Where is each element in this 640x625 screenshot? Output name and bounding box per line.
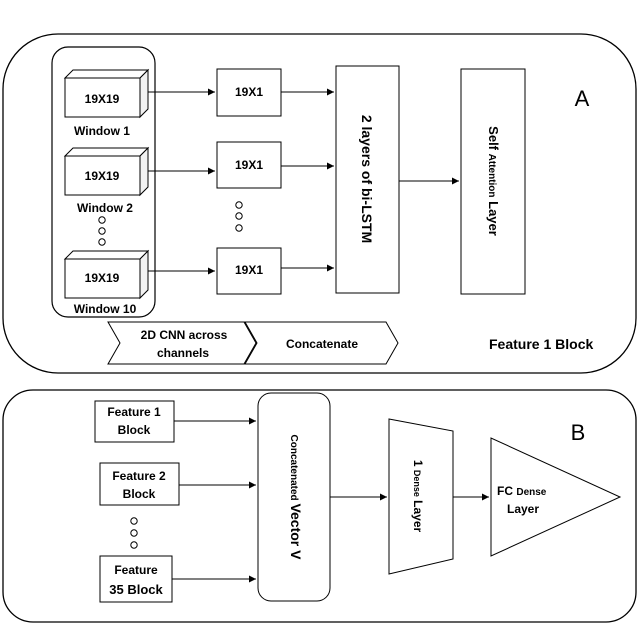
feature-block-35 [99, 555, 173, 603]
cube-label: 19X19 [85, 271, 120, 285]
feature-label: 35 Block [109, 582, 163, 597]
feature-block-1 [94, 400, 175, 443]
bilstm-box [335, 65, 400, 294]
feature-label: Feature 1 [107, 405, 161, 419]
ellipsis-dot [130, 517, 138, 525]
stage-chevron-cnn [107, 321, 257, 365]
vector-label: 19X1 [235, 158, 263, 172]
concatenated-vector-label: Concatenated Vector V [288, 435, 304, 561]
window-10-label: Window 10 [74, 302, 137, 316]
ellipsis-dot [235, 224, 243, 232]
self-attention-box [460, 68, 526, 295]
feature-label: Feature [114, 563, 158, 577]
vector-label: 19X1 [235, 263, 263, 277]
window-2-label: Window 2 [77, 201, 133, 215]
ellipsis-dot [235, 201, 243, 209]
stage-cnn-label-line1: 2D CNN across [141, 328, 228, 342]
cube-window-10: 19X19 [63, 249, 150, 300]
panel-a-letter: A [575, 86, 590, 111]
bilstm-label: 2 layers of bi-LSTM [359, 115, 375, 243]
ellipsis-dot [235, 212, 243, 220]
fc-dense-layer-shape [490, 437, 622, 557]
cube-label: 19X19 [85, 92, 120, 106]
dense-layer-shape [388, 418, 454, 575]
stage-chevron-concatenate [244, 321, 399, 365]
ellipsis-dot [130, 529, 138, 537]
vector-label: 19X1 [235, 85, 263, 99]
ellipsis-dot [98, 216, 106, 224]
fc-dense-label-line1: FC Dense [497, 484, 547, 498]
ellipsis-dot [130, 541, 138, 549]
ellipsis-dot [98, 227, 106, 235]
feature-label: Block [123, 487, 156, 501]
self-attention-label: Self Attention Layer [486, 126, 501, 236]
window-1-label: Window 1 [74, 124, 130, 138]
stage-concatenate-label: Concatenate [286, 337, 358, 351]
vector-box-1 [216, 68, 282, 117]
cube-window-1: 19X19 [63, 68, 150, 119]
vector-box-2 [216, 141, 282, 189]
dense-layer-label: 1 Dense Layer [411, 460, 425, 533]
feature-block-title: Feature 1 Block [489, 336, 593, 352]
ellipsis-dot [98, 238, 106, 246]
stage-cnn-label-line2: channels [157, 346, 209, 360]
panel-b-letter: B [571, 420, 586, 445]
feature-label: Feature 2 [112, 469, 166, 483]
vector-box-3 [216, 247, 282, 295]
cube-window-2: 19X19 [63, 146, 150, 197]
fc-dense-label-line2: Layer [507, 502, 539, 516]
feature-block-2 [99, 462, 180, 506]
cube-label: 19X19 [85, 169, 120, 183]
feature-label: Block [118, 423, 151, 437]
